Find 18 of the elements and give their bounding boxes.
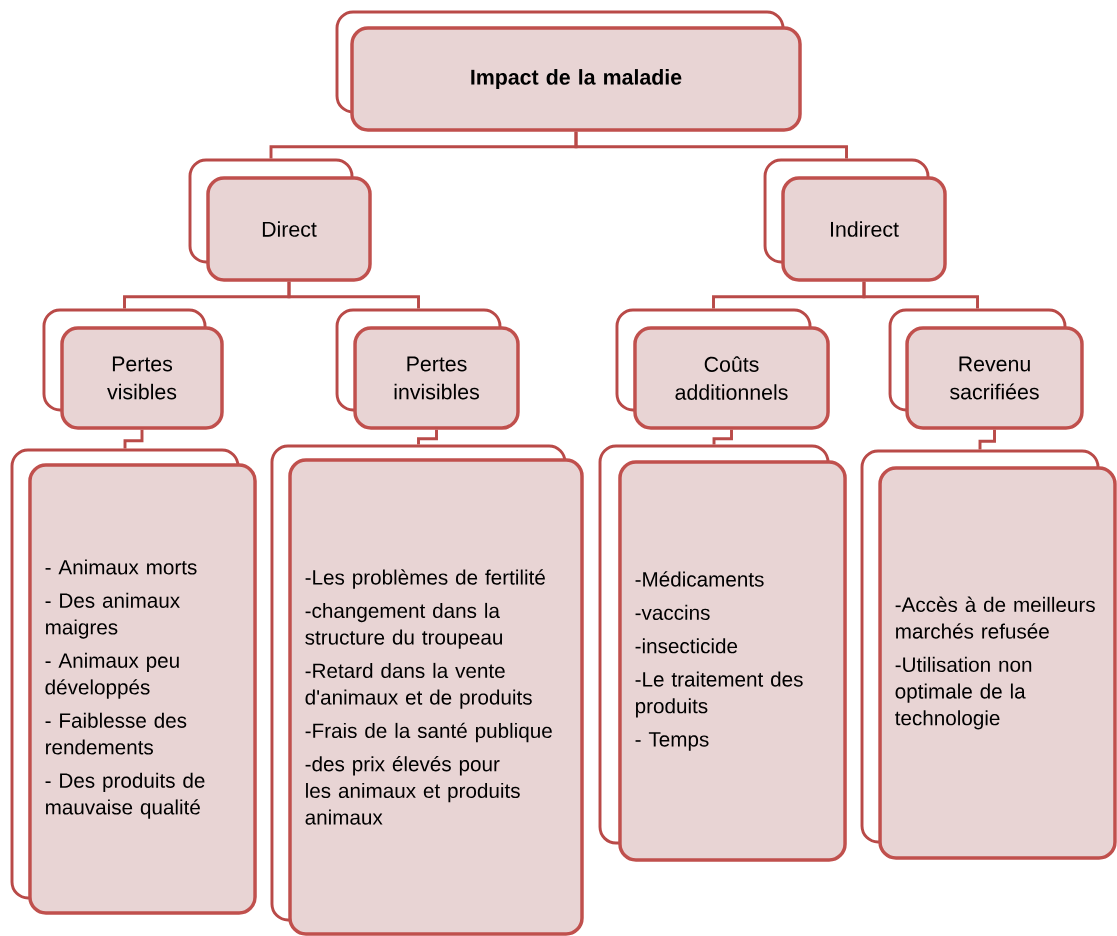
connector-line [978, 429, 996, 450]
stacked-box: -Les problèmes de fertilité -changement dans la structure du troupeau -Retard dans la vente d'animaux et de produits -Frais de la santé publique -des prix élevés pour les animaux et produits animaux [270, 444, 584, 936]
stacked-box: -Médicaments -vaccins -insecticide -Le traitement des produits - Temps [598, 444, 847, 862]
stacked-box: Pertes invisibles [335, 308, 520, 430]
stacked-box: Indirect [763, 158, 947, 282]
connector-line [862, 281, 979, 309]
stacked-box: Pertes visibles [42, 308, 224, 430]
connector-line [574, 131, 848, 159]
connector-line [417, 429, 438, 445]
connector-line [287, 281, 420, 309]
stacked-box: Direct [188, 158, 372, 282]
stacked-box: - Animaux morts - Des animaux maigres - Animaux peu développés - Faiblesse des rendements - Des produits de mauvaise qualité [10, 448, 257, 915]
connector-line [123, 429, 144, 449]
stacked-box: Revenu sacrifiées [888, 308, 1084, 430]
stacked-box: -Accès à de meilleurs marchés refusée -Utilisation non optimale de la technologie [860, 449, 1117, 860]
stacked-box: Impact de la maladie [335, 10, 802, 132]
stacked-box: Coûts additionnels [615, 308, 830, 430]
connector-line [712, 429, 733, 445]
